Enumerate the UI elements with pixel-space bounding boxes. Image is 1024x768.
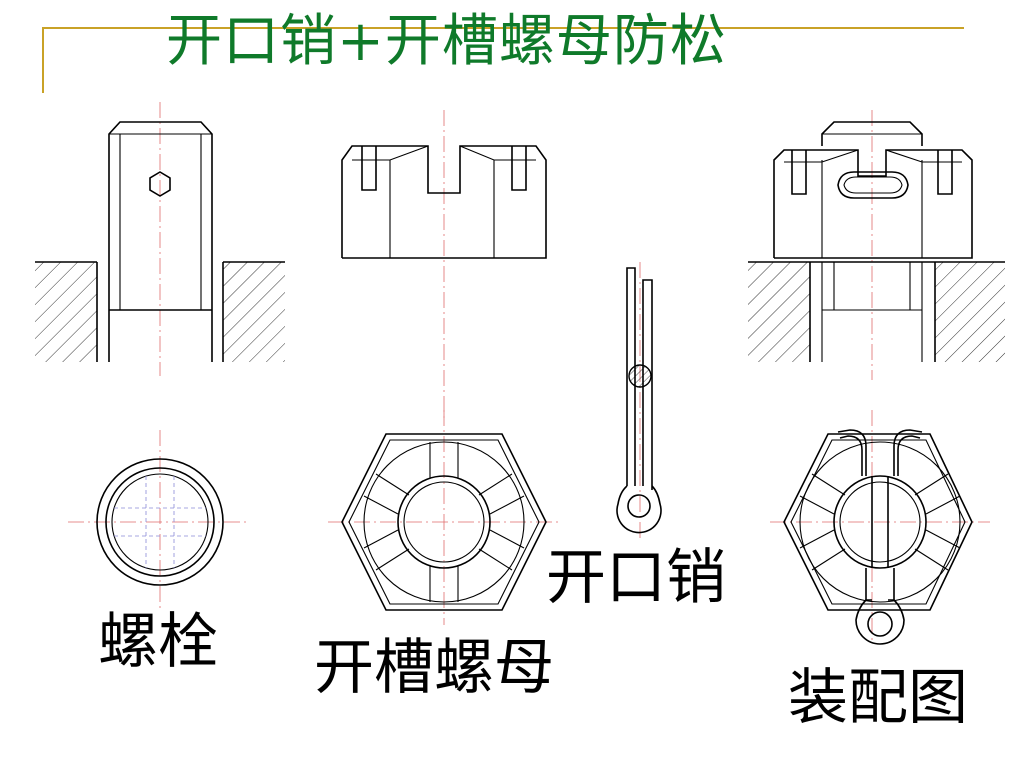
- cotter-pin-drawing: [616, 262, 662, 540]
- assembly-front-view: [748, 110, 1005, 380]
- bolt-top-view: [68, 430, 250, 610]
- slotted-nut-top-view: [328, 410, 560, 625]
- assembly-label: 装配图: [788, 663, 968, 733]
- bolt-label: 螺栓: [98, 607, 218, 677]
- slotted-nut-label: 开槽螺母: [314, 633, 554, 703]
- bolt-front-view: [35, 102, 285, 376]
- frame-top-line: [42, 27, 964, 29]
- frame-left-line: [42, 27, 44, 93]
- cotter-pin-label: 开口销: [546, 543, 726, 613]
- assembly-top-view: [770, 410, 990, 645]
- slide-title: 开口销+开槽螺母防松: [166, 9, 727, 74]
- slotted-nut-front-view: [341, 110, 547, 420]
